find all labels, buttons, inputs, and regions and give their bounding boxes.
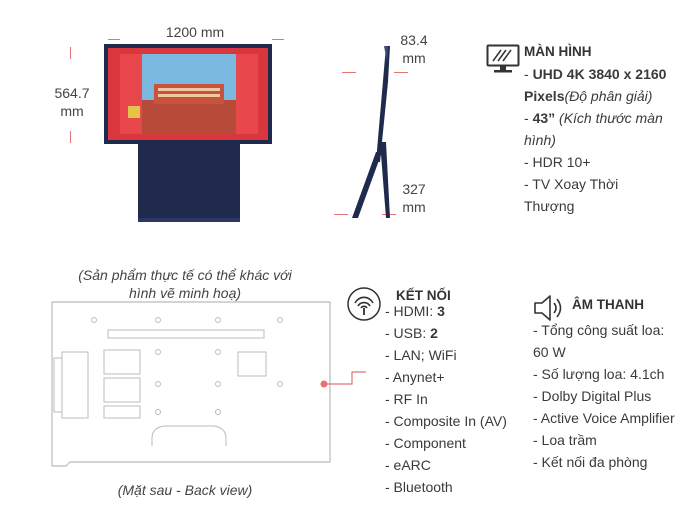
back-view-illustration bbox=[51, 301, 331, 467]
sound-item-multiroom: - Kết nối đa phòng bbox=[533, 454, 648, 470]
speaker-icon bbox=[534, 295, 562, 321]
resolution-value: UHD 4K 3840 x 2160 bbox=[532, 66, 667, 82]
sound-item-power-value: 60 W bbox=[533, 344, 566, 360]
sound-title: ÂM THANH bbox=[572, 297, 644, 312]
resolution-note: (Độ phân giải) bbox=[564, 88, 653, 104]
rear-note-line-2: hình vẽ minh hoạ) bbox=[128, 285, 242, 301]
width-tick-left bbox=[108, 39, 120, 40]
tv-front-illustration bbox=[104, 44, 272, 222]
size-note-line: hình) bbox=[524, 129, 694, 151]
side-view: 83.4 mm 327 mm bbox=[330, 28, 450, 228]
connect-hdmi: - HDMI: 3 bbox=[385, 303, 445, 319]
depth-bottom-label: 327 mm bbox=[392, 180, 436, 216]
rear-note-line-1: (Sản phẩm thực tế có thể khác với bbox=[78, 267, 292, 283]
depth-top-tick-right bbox=[394, 72, 408, 73]
connect-item-composite: - Composite In (AV) bbox=[385, 413, 507, 429]
screen-title: MÀN HÌNH bbox=[524, 44, 592, 59]
tv-side-illustration bbox=[352, 46, 390, 218]
size-note-2: hình) bbox=[524, 132, 556, 148]
resolution-line: - UHD 4K 3840 x 2160 bbox=[524, 66, 667, 82]
resolution-line-2: Pixels(Độ phân giải) bbox=[524, 85, 694, 107]
width-label: 1200 mm bbox=[165, 24, 225, 40]
resolution-unit: Pixels bbox=[524, 88, 565, 104]
height-value: 564.7 bbox=[54, 85, 90, 101]
connect-item-earc: - eARC bbox=[385, 457, 431, 473]
sound-item-ava: - Active Voice Amplifier bbox=[533, 410, 675, 426]
size-line: - 43” (Kích thước màn bbox=[524, 110, 663, 126]
usb-count: 2 bbox=[430, 325, 438, 341]
depth-top-tick-left bbox=[342, 72, 356, 73]
hdmi-count: 3 bbox=[437, 303, 445, 319]
screen-item-rotate-2: Thượng bbox=[524, 198, 575, 214]
front-view: 1200 mm 564.7 mm bbox=[54, 18, 300, 228]
connect-item-rf: - RF In bbox=[385, 391, 428, 407]
back-view-label: (Mặt sau - Back view) bbox=[117, 482, 253, 498]
sound-item-dolby: - Dolby Digital Plus bbox=[533, 388, 652, 404]
connect-item-anynet: - Anynet+ bbox=[385, 369, 445, 385]
depth-bottom-tick-left bbox=[334, 214, 348, 215]
wireless-signal-icon bbox=[347, 287, 381, 321]
connect-title: KẾT NỐI bbox=[396, 288, 451, 303]
height-tick-bottom bbox=[70, 131, 71, 143]
size-value: 43” bbox=[532, 110, 556, 126]
size-note-1: (Kích thước màn bbox=[555, 110, 663, 126]
depth-top-value: 83.4 bbox=[400, 32, 428, 48]
depth-top-unit: mm bbox=[402, 50, 426, 66]
connect-item-bluetooth: - Bluetooth bbox=[385, 479, 453, 495]
rear-note: (Sản phẩm thực tế có thể khác với hình v… bbox=[60, 266, 310, 302]
connect-item-lan: - LAN; WiFi bbox=[385, 347, 457, 363]
connect-item-component: - Component bbox=[385, 435, 466, 451]
depth-bottom-value: 327 bbox=[402, 181, 426, 197]
connect-usb: - USB: 2 bbox=[385, 325, 438, 341]
connector-line bbox=[324, 371, 366, 385]
screen-item-rotate: - TV Xoay Thời bbox=[524, 176, 619, 192]
sound-item-subwoofer: - Loa trầm bbox=[533, 432, 597, 448]
width-tick-right bbox=[272, 39, 284, 40]
sound-item-channels: - Số lượng loa: 4.1ch bbox=[533, 366, 665, 382]
height-unit: mm bbox=[60, 103, 84, 119]
sound-item-power: - Tổng công suất loa: bbox=[533, 322, 665, 338]
screen-item-hdr: - HDR 10+ bbox=[524, 154, 591, 170]
height-tick-top bbox=[70, 47, 71, 59]
depth-bottom-unit: mm bbox=[402, 199, 426, 215]
height-label: 564.7 mm bbox=[48, 84, 96, 120]
monitor-icon bbox=[486, 44, 520, 73]
depth-top-label: 83.4 mm bbox=[392, 31, 436, 67]
